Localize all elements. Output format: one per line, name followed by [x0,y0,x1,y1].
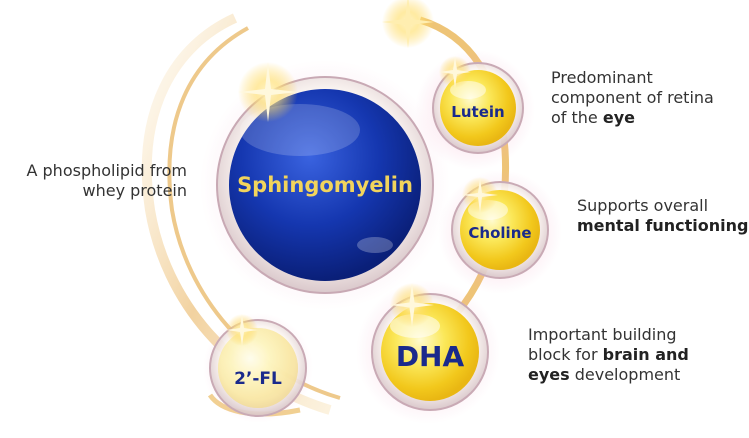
lutein-label: Lutein [451,103,504,121]
choline-description-bold: mental functioning [577,216,749,235]
sphingomyelin-description: A phospholipid from whey protein [0,161,187,201]
choline-description-line1: Supports overall [577,196,709,215]
choline-description: Supports overall mental functioning [577,196,749,236]
sphingomyelin-label: Sphingomyelin [237,173,413,197]
two-fl-sphere: 2’-FL [209,319,307,417]
choline-label: Choline [468,224,531,242]
dha-description-line1: Important building [528,325,677,344]
dha-description-line2: block for [528,345,603,364]
lutein-description: Predominant component of retina of the e… [551,68,746,128]
lutein-description-bold: eye [602,108,635,127]
dha-description-bold2: eyes [528,365,570,384]
sparkle-icons [226,0,498,346]
sphingomyelin-description-text: A phospholipid from whey protein [26,161,187,200]
lutein-description-line1: Predominant [551,68,653,87]
dha-description-bold1: brain and [602,345,689,364]
dha-description-line3: development [569,365,681,384]
lutein-description-line2: component of retina [551,88,714,107]
lutein-description-line3: of the [551,108,603,127]
lutein-sphere: Lutein [432,62,524,154]
two-fl-label: 2’-FL [234,369,282,389]
dha-description: Important building block for brain and e… [528,325,743,385]
dha-label: DHA [396,340,465,373]
